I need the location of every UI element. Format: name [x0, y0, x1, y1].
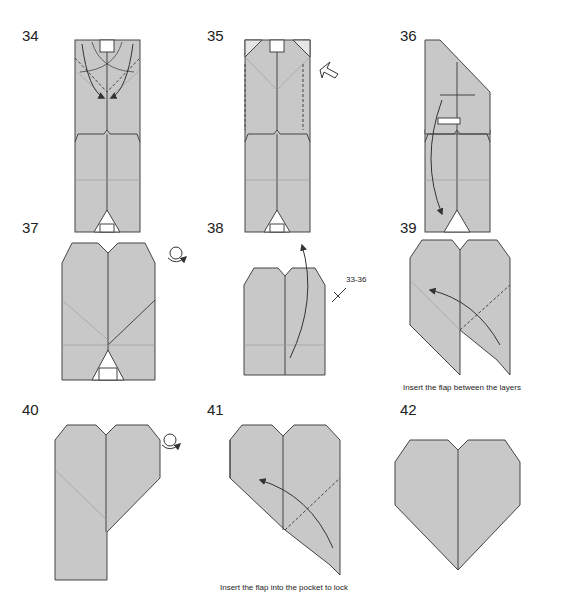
step-number: 40	[22, 402, 39, 417]
instruction-note: Insert the flap into the pocket to lock	[220, 584, 348, 592]
step-number: 36	[400, 28, 417, 43]
step-41-model	[230, 425, 340, 575]
step-35-model	[245, 40, 338, 232]
step-40-model	[55, 425, 180, 580]
step-number: 35	[207, 28, 224, 43]
step-36-model	[425, 40, 490, 232]
step-number: 37	[22, 220, 39, 235]
step-number: 41	[207, 402, 224, 417]
step-reference: 33-36	[346, 276, 366, 284]
step-number: 38	[207, 220, 224, 235]
instruction-note: Insert the flap between the layers	[403, 384, 521, 392]
step-number: 42	[400, 402, 417, 417]
step-number: 39	[400, 220, 417, 235]
step-42-model	[395, 440, 520, 570]
step-37-model	[62, 243, 186, 380]
step-38-model	[244, 245, 346, 375]
step-39-model	[410, 240, 510, 375]
step-number: 34	[22, 28, 39, 43]
step-34-model	[75, 40, 140, 232]
